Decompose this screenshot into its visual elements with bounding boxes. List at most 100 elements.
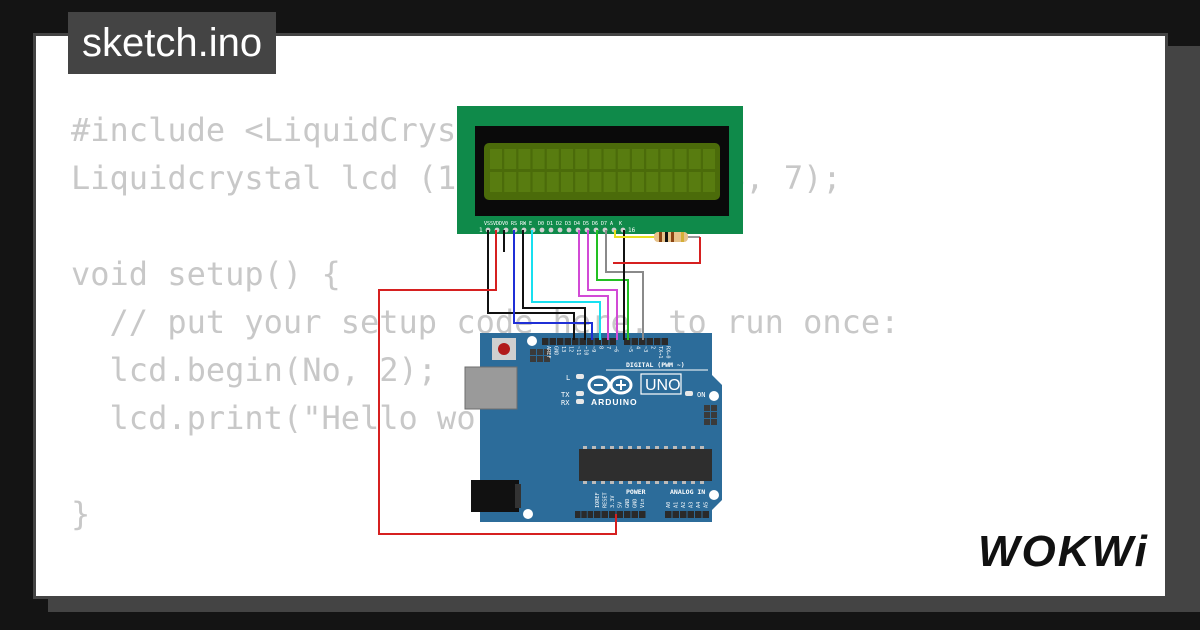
header-pin[interactable] (572, 338, 579, 345)
l-led-label: L (566, 374, 570, 382)
header-pin[interactable] (646, 338, 654, 345)
lcd-pin[interactable] (566, 227, 572, 233)
lcd-pin-label: RW (520, 221, 527, 227)
wire-a-resistor (614, 230, 654, 238)
analog-pin-header[interactable] (665, 511, 709, 518)
chip-pin (673, 446, 677, 449)
header-pin[interactable] (661, 338, 669, 345)
header-pin-label: RESET (603, 492, 609, 508)
lcd-pin[interactable] (548, 227, 554, 233)
digital-pin-header[interactable] (542, 338, 668, 345)
code-line: void loop() { (71, 586, 899, 596)
header-pin[interactable] (601, 511, 609, 518)
chip-pin (691, 446, 695, 449)
header-pin[interactable] (631, 511, 639, 518)
header-pin-label: 12 (568, 346, 574, 352)
chip-pin (583, 446, 587, 449)
mount-hole (523, 509, 533, 519)
lcd-char-cell (575, 172, 588, 192)
header-pin-label: ~5 (627, 346, 633, 352)
lcd-char-cell (632, 149, 644, 169)
header-pin[interactable] (639, 338, 646, 345)
header-pin[interactable] (654, 338, 661, 345)
lcd-char-cell (589, 172, 602, 192)
header-pin-label: 5V (618, 502, 624, 508)
power-jack-lip (515, 484, 521, 508)
chip-pin (637, 481, 641, 484)
mount-hole (527, 336, 537, 346)
lcd-pin[interactable] (539, 227, 545, 233)
header-pin[interactable] (564, 338, 572, 345)
header-pin[interactable] (639, 511, 646, 518)
resistor[interactable] (646, 232, 700, 242)
header-pin[interactable] (624, 511, 631, 518)
icsp-pin (711, 412, 717, 418)
header-pin[interactable] (594, 338, 602, 345)
lcd-pin-label: RS (511, 221, 517, 227)
on-led-label: ON (697, 391, 705, 399)
header-pin[interactable] (557, 338, 564, 345)
header-pin[interactable] (631, 338, 639, 345)
chip-pin (664, 481, 668, 484)
tx-led (576, 391, 584, 396)
power-pin-header[interactable] (575, 511, 646, 518)
header-pin[interactable] (602, 338, 609, 345)
header-pin-label: ~6 (613, 346, 619, 352)
mount-hole (709, 490, 719, 500)
lcd-pin-last-label: 16 (628, 227, 636, 234)
header-pin[interactable] (581, 511, 587, 518)
icsp-pin (704, 405, 710, 411)
header-pin-label: GND (633, 499, 639, 508)
header-pin[interactable] (665, 511, 672, 518)
header-pin-label: A5 (704, 502, 710, 508)
lcd-char-cell (490, 149, 502, 169)
chip-pin (637, 446, 641, 449)
icsp-pin (704, 419, 710, 425)
header-pin[interactable] (624, 338, 631, 345)
lcd-char-cell (532, 172, 545, 192)
header-pin[interactable] (542, 338, 549, 345)
lcd-character-grid (490, 149, 715, 192)
lcd-char-cell (617, 149, 630, 169)
atmega-chip (579, 449, 712, 481)
header-pin-label: TX→1 (657, 346, 663, 359)
header-pin-label: ~10 (583, 346, 589, 355)
chip-pin (619, 481, 623, 484)
header-pin[interactable] (575, 511, 581, 518)
chip-pin (700, 446, 704, 449)
wire-rs-12 (513, 230, 593, 340)
header-pin[interactable] (687, 511, 695, 518)
header-pin[interactable] (672, 511, 680, 518)
rx-led (576, 399, 584, 404)
icsp-pin (544, 349, 550, 355)
lcd-pin[interactable] (557, 227, 563, 233)
header-pin[interactable] (579, 338, 587, 345)
header-pin-label: IOREF (595, 492, 601, 508)
header-pin[interactable] (587, 511, 594, 518)
header-pin-label: A4 (696, 502, 702, 508)
header-pin[interactable] (695, 511, 702, 518)
header-pin[interactable] (609, 338, 617, 345)
header-pin-label: AREF (545, 346, 551, 359)
lcd-char-cell (646, 149, 659, 169)
header-pin[interactable] (587, 338, 594, 345)
header-pin-label: Vin (640, 499, 646, 508)
header-pin[interactable] (702, 511, 710, 518)
header-pin[interactable] (594, 511, 601, 518)
header-pin[interactable] (549, 338, 557, 345)
header-pin-label: 8 (598, 346, 604, 349)
file-tab[interactable]: sketch.ino (68, 12, 277, 74)
resistor-band-1 (659, 232, 662, 242)
chip-pin (646, 481, 650, 484)
lcd-pin-label: D2 (556, 221, 562, 227)
lcd-char-cell (490, 172, 502, 192)
header-pin[interactable] (616, 511, 624, 518)
mount-hole (709, 391, 719, 401)
header-pin[interactable] (609, 511, 616, 518)
header-pin[interactable] (680, 511, 687, 518)
arduino-model: UNO (645, 377, 681, 394)
